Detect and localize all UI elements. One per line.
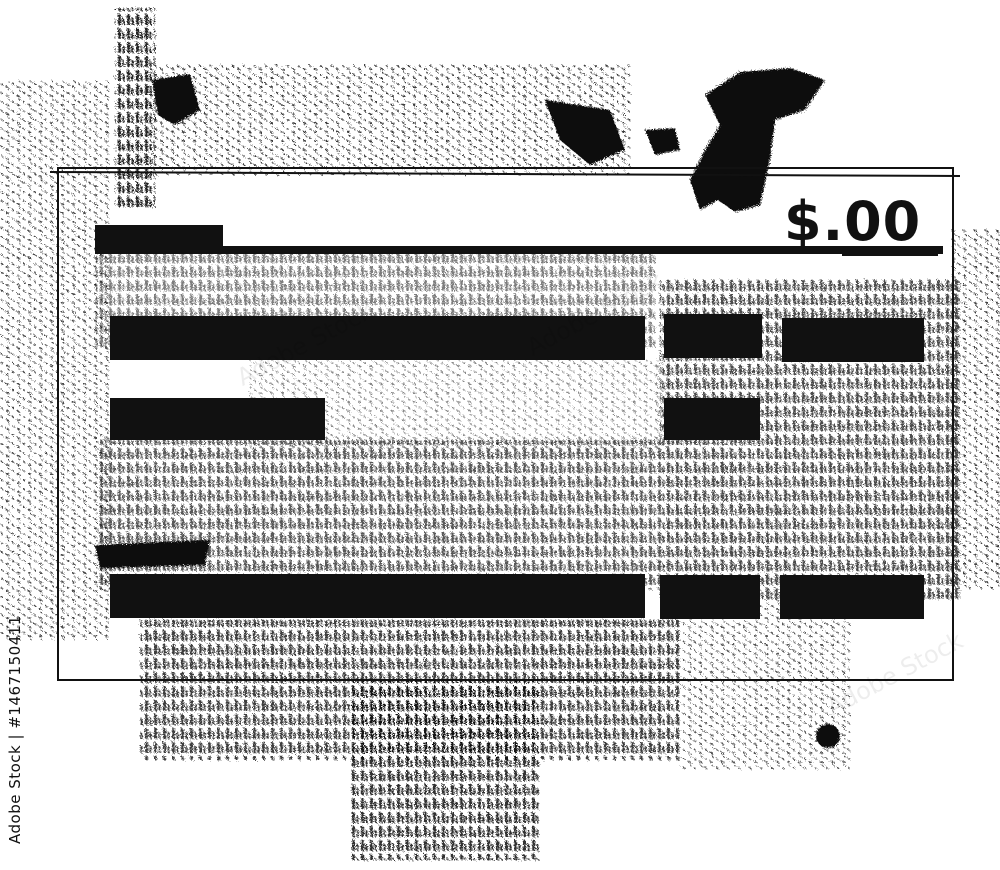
row3-field-a xyxy=(110,574,645,618)
check-amount: $.00 xyxy=(784,190,922,253)
row1-field-c xyxy=(782,318,924,362)
row3-field-b xyxy=(660,575,760,619)
row1-field-a xyxy=(110,316,645,360)
grunge-texture xyxy=(0,8,1000,860)
top-rule xyxy=(95,246,943,254)
amount-underline xyxy=(842,250,938,256)
row2-field-a xyxy=(110,398,325,440)
row1-field-b xyxy=(664,314,762,358)
row3-field-c xyxy=(780,575,924,619)
stock-image-id: Adobe Stock | #1467150411 xyxy=(6,615,24,844)
row2-field-b xyxy=(664,398,760,440)
ink-blots xyxy=(95,68,840,748)
check-fields xyxy=(95,225,943,619)
check-outline xyxy=(49,167,961,681)
